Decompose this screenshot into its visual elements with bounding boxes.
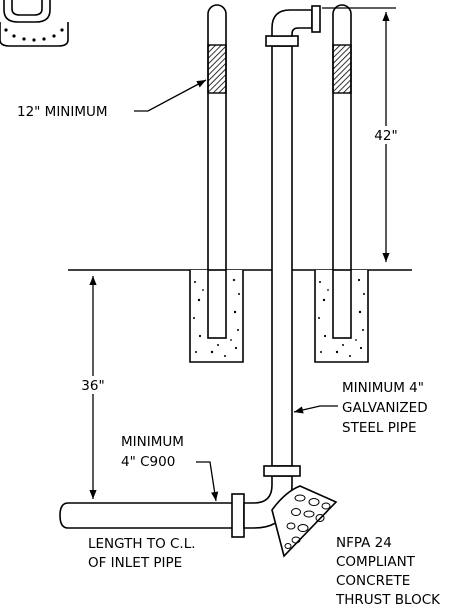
dimension-label-42: 42" [374, 128, 397, 144]
underground-pipe [59, 465, 301, 538]
svg-text:4" C900: 4" C900 [121, 454, 175, 470]
bollard-right [332, 4, 352, 339]
elbow-coupling [263, 465, 301, 477]
svg-text:NFPA 24: NFPA 24 [336, 535, 392, 551]
callout-12-minimum: 12" MINIMUM [17, 104, 108, 120]
svg-text:LENGTH TO C.L.: LENGTH TO C.L. [88, 536, 196, 552]
safety-stripe [207, 44, 227, 94]
flange-fitting [0, 0, 69, 47]
leader-12-minimum [134, 79, 207, 112]
svg-text:OF INLET PIPE: OF INLET PIPE [88, 555, 182, 571]
svg-text:COMPLIANT: COMPLIANT [336, 554, 416, 570]
concrete-footing-right [314, 269, 369, 363]
inlet-flange [231, 493, 245, 538]
dimension-label-36: 36" [81, 378, 104, 394]
svg-text:GALVANIZED: GALVANIZED [342, 400, 428, 416]
leader-riser-pipe [293, 405, 338, 414]
concrete-footing-left [189, 269, 244, 363]
svg-text:MINIMUM: MINIMUM [121, 434, 184, 450]
thrust-block [271, 485, 338, 558]
top-elbow [271, 9, 313, 37]
bollard-left [207, 4, 227, 339]
svg-text:CONCRETE: CONCRETE [336, 573, 410, 589]
safety-stripe [332, 44, 352, 94]
leader-c900 [196, 461, 219, 502]
callout-c900: MINIMUM 4" C900 [121, 434, 184, 470]
svg-text:THRUST BLOCK: THRUST BLOCK [335, 592, 441, 608]
riser-coupling [265, 35, 299, 47]
riser-pipe [265, 5, 321, 467]
svg-text:STEEL PIPE: STEEL PIPE [342, 420, 416, 436]
svg-text:MINIMUM 4": MINIMUM 4" [342, 380, 424, 396]
callout-thrust-block: NFPA 24 COMPLIANT CONCRETE THRUST BLOCK [335, 535, 441, 608]
note-inlet-length: LENGTH TO C.L. OF INLET PIPE [88, 536, 196, 571]
callout-riser-pipe: MINIMUM 4" GALVANIZED STEEL PIPE [342, 380, 428, 436]
